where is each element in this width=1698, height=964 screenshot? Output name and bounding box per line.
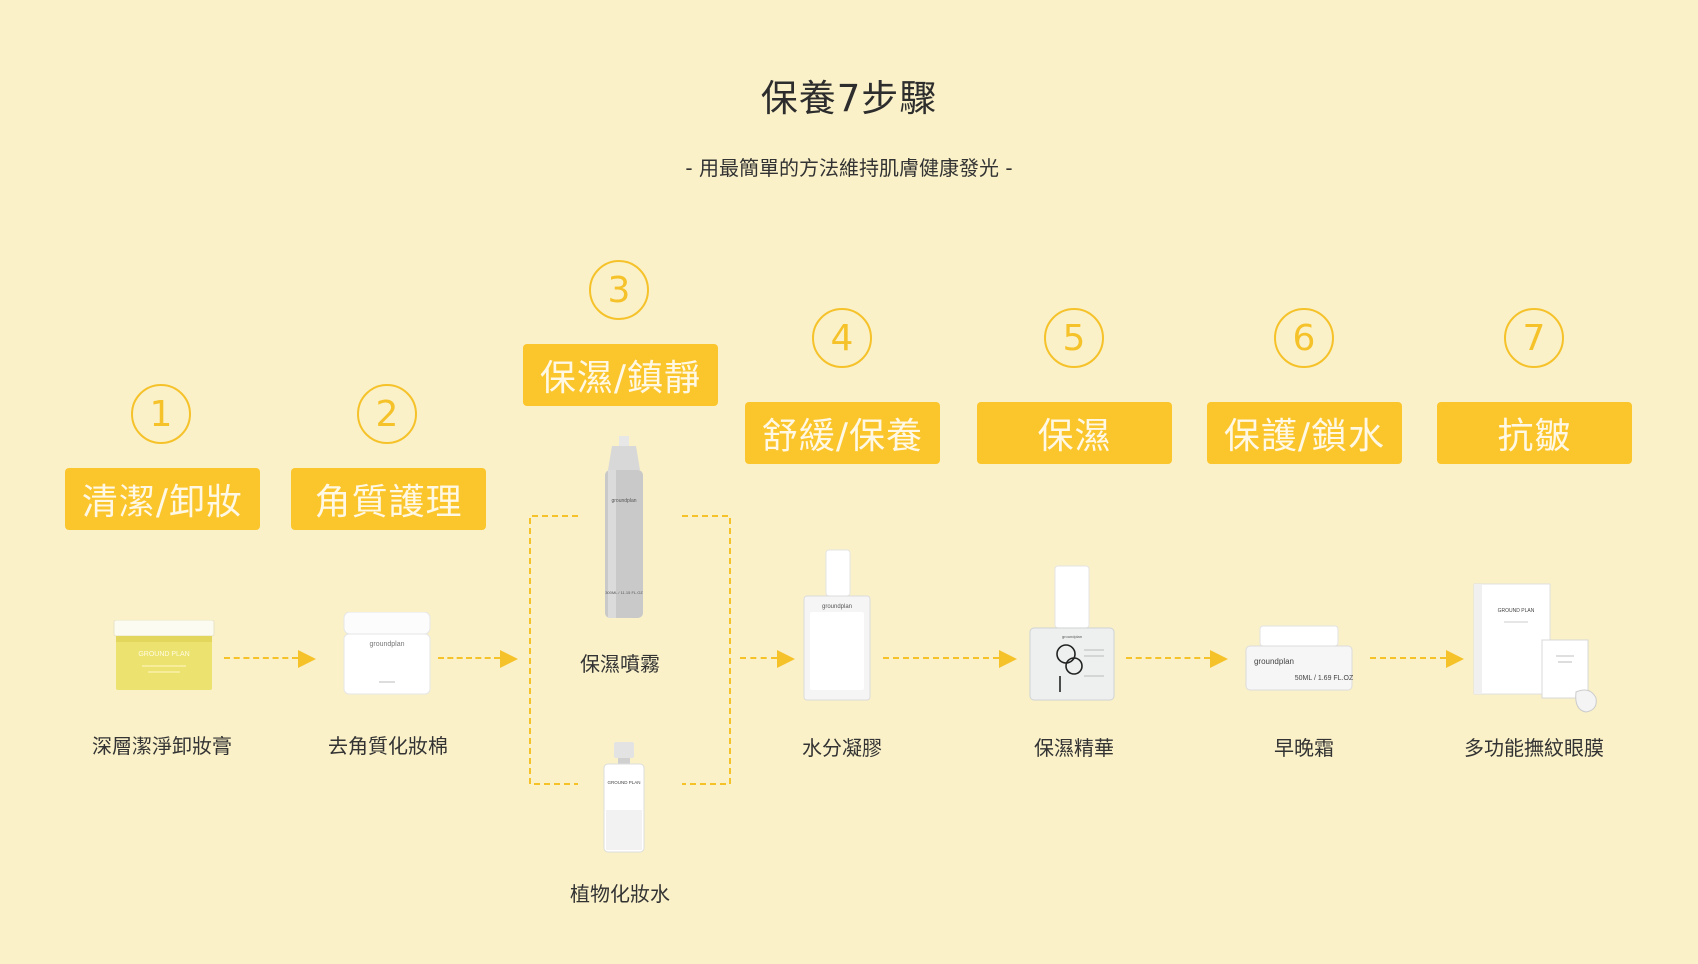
product-name-exfoliating-pads: 去角質化妝棉: [278, 730, 498, 759]
step-6-label: 保護/鎖水: [1207, 402, 1402, 464]
step-5-label: 保濕: [977, 402, 1172, 464]
step-7-number: 7: [1504, 308, 1564, 368]
svg-text:GROUND PLAN: GROUND PLAN: [1498, 608, 1535, 614]
product-name-serum: 保濕精華: [964, 732, 1184, 761]
step-4-number: 4: [812, 308, 872, 368]
mist-spray-image: groundplan 300ML / 11.15 FL.OZ: [600, 434, 648, 620]
page-title: 保養7步驟: [0, 68, 1698, 122]
day-night-cream-image: groundplan 50ML / 1.69 FL.OZ: [1244, 624, 1354, 692]
toner-bottle-image: GROUND PLAN: [600, 740, 648, 854]
flow-arrow-3-4: [740, 651, 795, 665]
step-3-number: 3: [589, 260, 649, 320]
flow-arrow-5-6: [1126, 651, 1228, 665]
svg-text:300ML / 11.15 FL.OZ: 300ML / 11.15 FL.OZ: [605, 590, 643, 595]
step-5-number: 5: [1044, 308, 1104, 368]
svg-text:groundplan: groundplan: [822, 604, 852, 610]
step-3-label: 保濕/鎮靜: [523, 344, 718, 406]
svg-text:GROUND PLAN: GROUND PLAN: [138, 651, 189, 658]
step-1-number: 1: [131, 384, 191, 444]
cleansing-balm-image: GROUND PLAN: [112, 620, 216, 692]
flow-arrow-1-2: [224, 651, 316, 665]
svg-text:GROUND PLAN: GROUND PLAN: [607, 780, 640, 785]
step-6-number: 6: [1274, 308, 1334, 368]
svg-text:groundplan: groundplan: [1254, 657, 1294, 666]
page-subtitle: - 用最簡單的方法維持肌膚健康發光 -: [0, 152, 1698, 181]
flow-arrow-2-3: [438, 651, 518, 665]
eye-mask-image: GROUND PLAN: [1472, 582, 1602, 718]
svg-text:groundplan: groundplan: [611, 498, 636, 504]
step-2-label: 角質護理: [291, 468, 486, 530]
product-name-toner: 植物化妝水: [510, 878, 730, 907]
step-2-number: 2: [357, 384, 417, 444]
flow-arrow-4-5: [883, 651, 1017, 665]
product-name-mist: 保濕噴霧: [510, 648, 730, 677]
step-4-label: 舒緩/保養: [745, 402, 940, 464]
serum-bottle-image: groundplan: [1028, 564, 1116, 702]
svg-text:groundplan: groundplan: [1062, 634, 1082, 639]
svg-text:groundplan: groundplan: [369, 641, 404, 648]
svg-text:50ML / 1.69 FL.OZ: 50ML / 1.69 FL.OZ: [1295, 675, 1354, 682]
step-7-label: 抗皺: [1437, 402, 1632, 464]
step-1-label: 清潔/卸妝: [65, 468, 260, 530]
product-name-eye-mask: 多功能撫紋眼膜: [1424, 732, 1644, 761]
product-name-water-gel: 水分凝膠: [732, 732, 952, 761]
water-gel-image: groundplan: [802, 546, 872, 702]
flow-arrow-6-7: [1370, 651, 1464, 665]
product-name-cream: 早晚霜: [1194, 732, 1414, 761]
product-name-cleansing-balm: 深層潔淨卸妝膏: [52, 730, 272, 759]
exfoliating-pads-image: groundplan: [343, 612, 431, 696]
